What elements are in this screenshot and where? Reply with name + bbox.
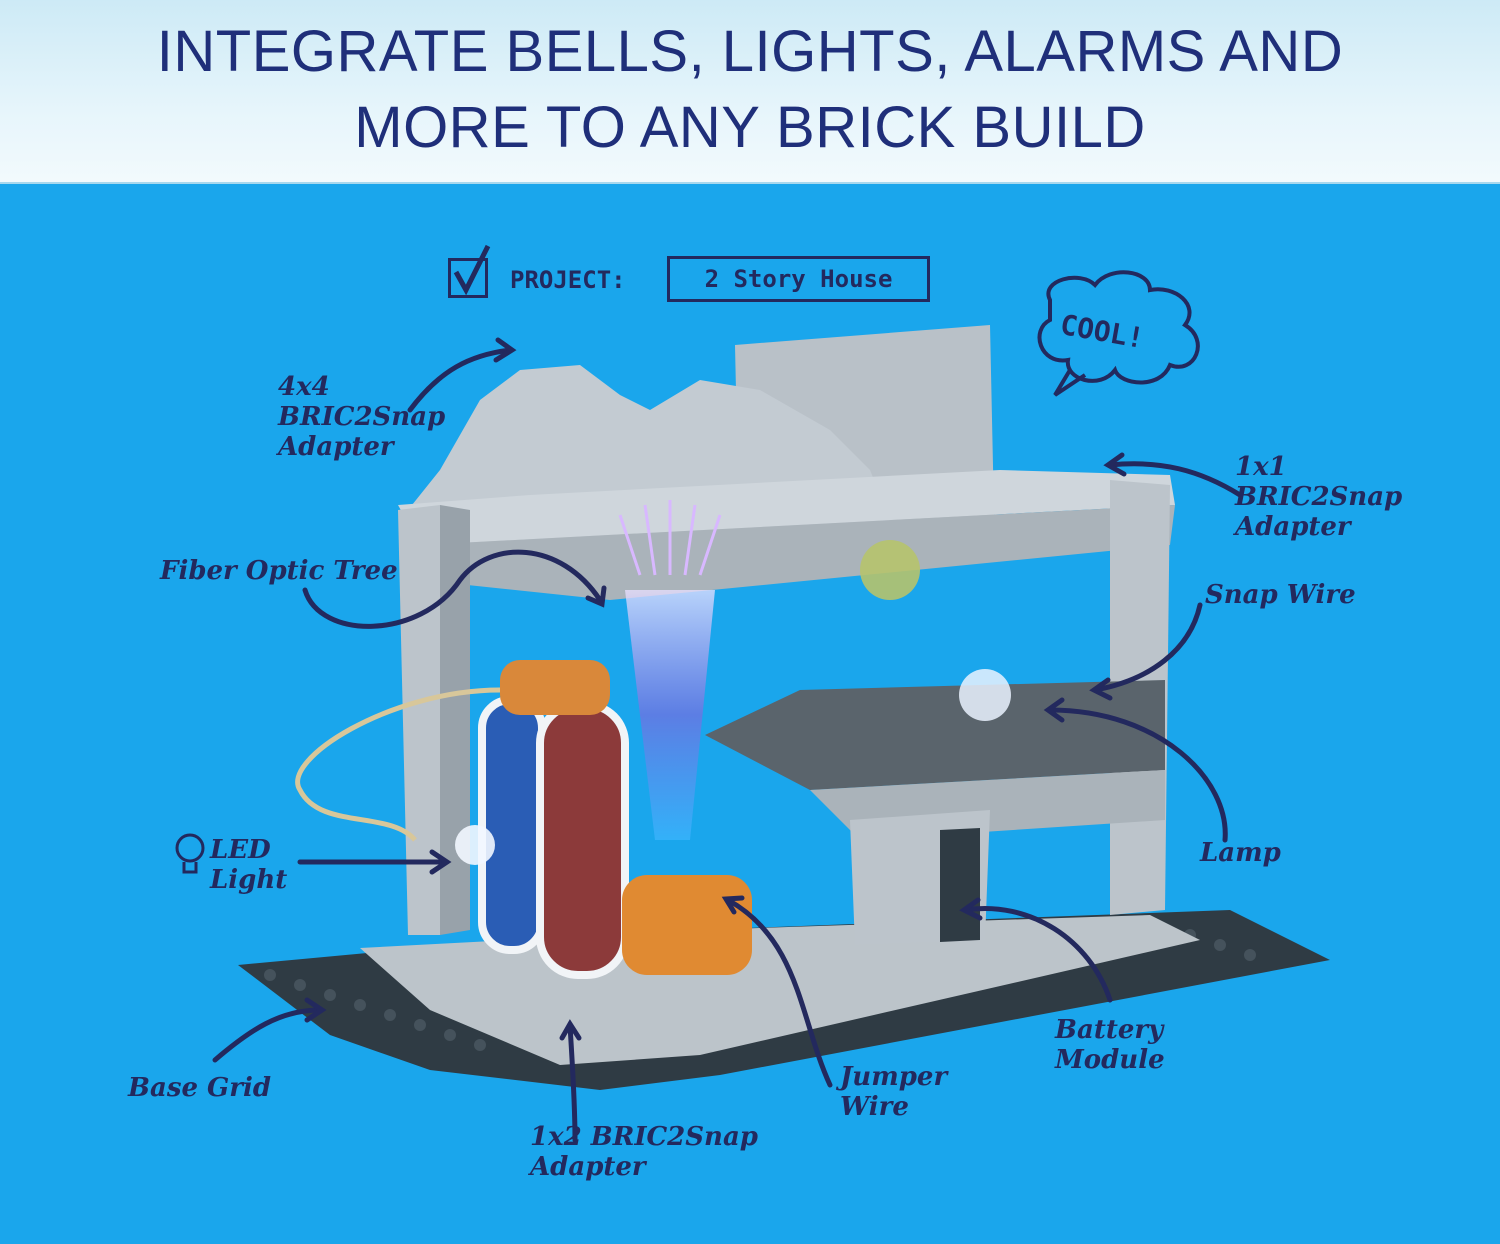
upper-deck [398,470,1175,545]
led-glow [455,825,495,865]
title-line-1: INTEGRATE BELLS, LIGHTS, ALARMS AND [156,19,1344,84]
left-pillar [398,505,440,935]
battery-pack-blue [478,696,546,954]
label-lamp: Lamp [1200,838,1281,868]
header-banner: INTEGRATE BELLS, LIGHTS, ALARMS AND MORE… [0,0,1500,184]
speaker-module [860,540,920,600]
speech-bubble-icon [1037,270,1200,385]
jumper-wire-cable [295,687,501,842]
annotation-arrows [212,337,1243,1143]
label-snap-wire: Snap Wire [1205,580,1356,610]
label-jumper-wire: Jumper Wire [840,1062,948,1122]
lamp-glow [959,669,1011,721]
second-floor [705,680,1165,790]
label-4x4-adapter: 4x4 BRIC2Snap Adapter [278,372,446,462]
label-led-light: LED Light [210,835,288,895]
project-prefix: PROJECT: [510,266,626,294]
label-base-grid: Base Grid [128,1073,272,1103]
lightbulb-icon [175,833,205,874]
snap-connector-base [622,875,752,975]
label-1x2-adapter: 1x2 BRIC2Snap Adapter [530,1122,758,1182]
page-title: INTEGRATE BELLS, LIGHTS, ALARMS AND MORE… [0,14,1500,166]
fiber-optic-light [625,590,715,840]
snap-connector-top [500,660,610,715]
label-fiber-optic-tree: Fiber Optic Tree [160,556,398,586]
label-1x1-adapter: 1x1 BRIC2Snap Adapter [1235,452,1403,542]
title-line-2: MORE TO ANY BRICK BUILD [354,95,1146,160]
project-name-box: 2 Story House [667,256,930,302]
label-battery-module: Battery Module [1055,1015,1165,1075]
project-checkbox [448,258,488,298]
battery-pack-red [536,701,629,979]
